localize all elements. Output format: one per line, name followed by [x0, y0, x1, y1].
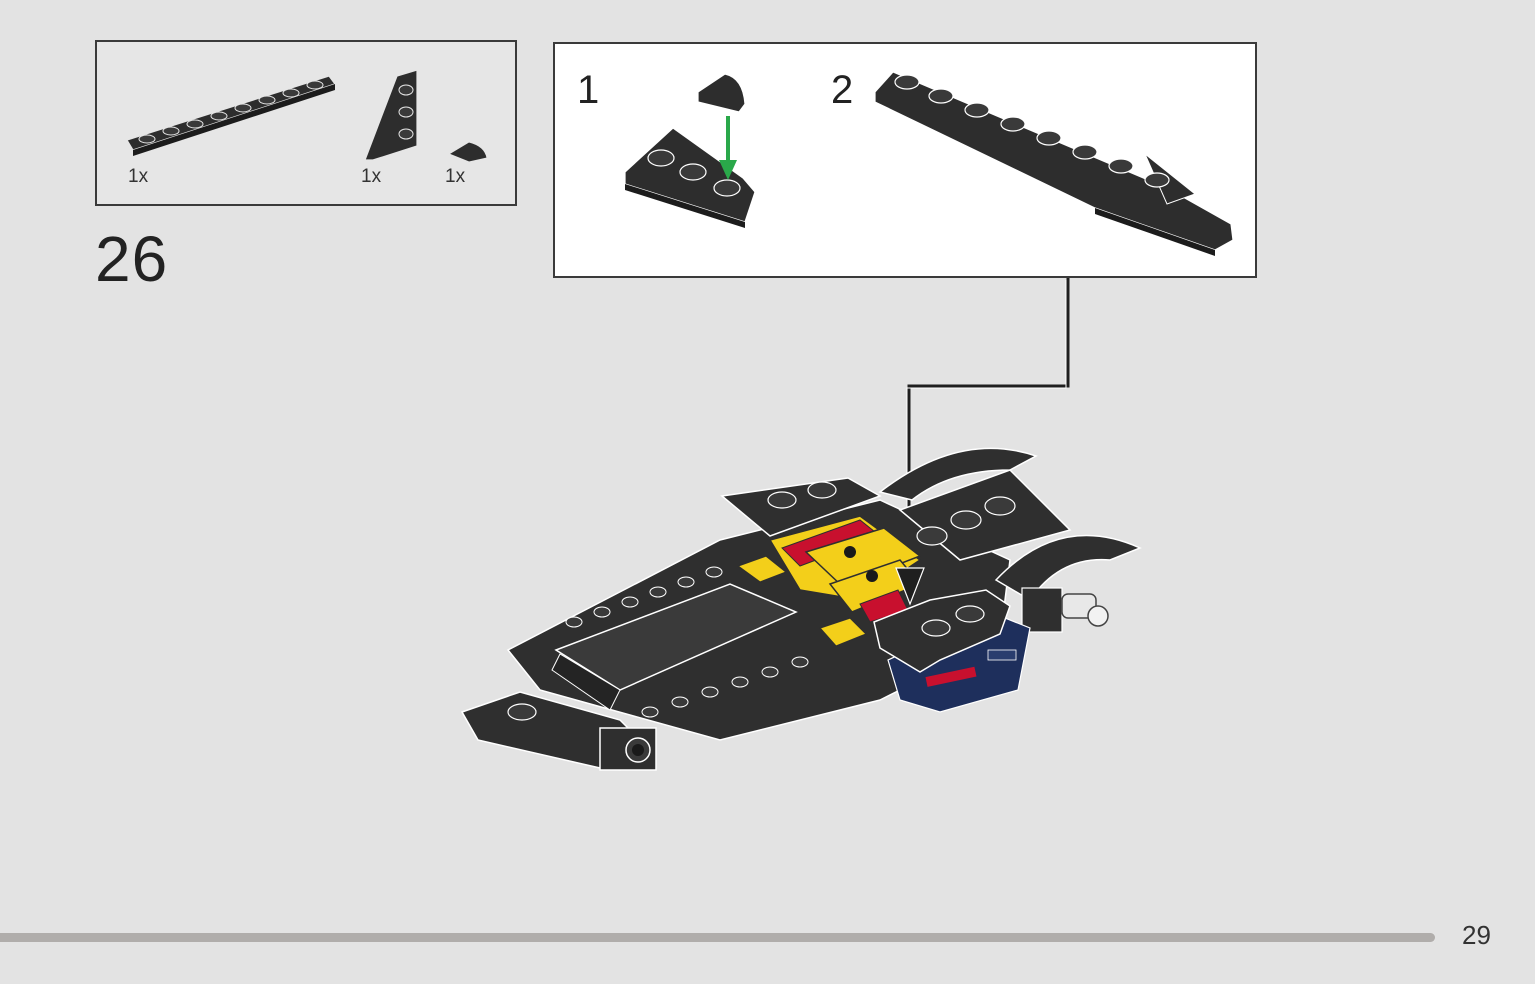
sub-step-number: 1	[577, 68, 600, 112]
quarter-tile-part	[447, 141, 488, 163]
sub-step-2-illustration	[874, 71, 1234, 256]
part-quantity: 1x	[361, 166, 382, 187]
sub-assembly-box: 1 2	[553, 42, 1257, 278]
sub-step-number: 2	[831, 68, 854, 112]
part-quantity: 1x	[445, 166, 466, 187]
parts-list-box: 1x 1x 1x	[95, 40, 517, 206]
progress-bar	[0, 933, 1435, 942]
page-number: 29	[1462, 920, 1491, 950]
sub-step-1-illustration	[624, 73, 756, 228]
parts-list-illustration	[126, 69, 488, 163]
sub-assembly-illustration	[624, 71, 1234, 256]
progress-bar-fill	[0, 933, 1435, 942]
part-quantity: 1x	[128, 166, 149, 187]
wedge-plate-part	[364, 69, 418, 161]
car-model-illustration	[460, 447, 1142, 771]
step-number: 26	[95, 223, 169, 295]
plate-1x8-part	[126, 75, 336, 156]
